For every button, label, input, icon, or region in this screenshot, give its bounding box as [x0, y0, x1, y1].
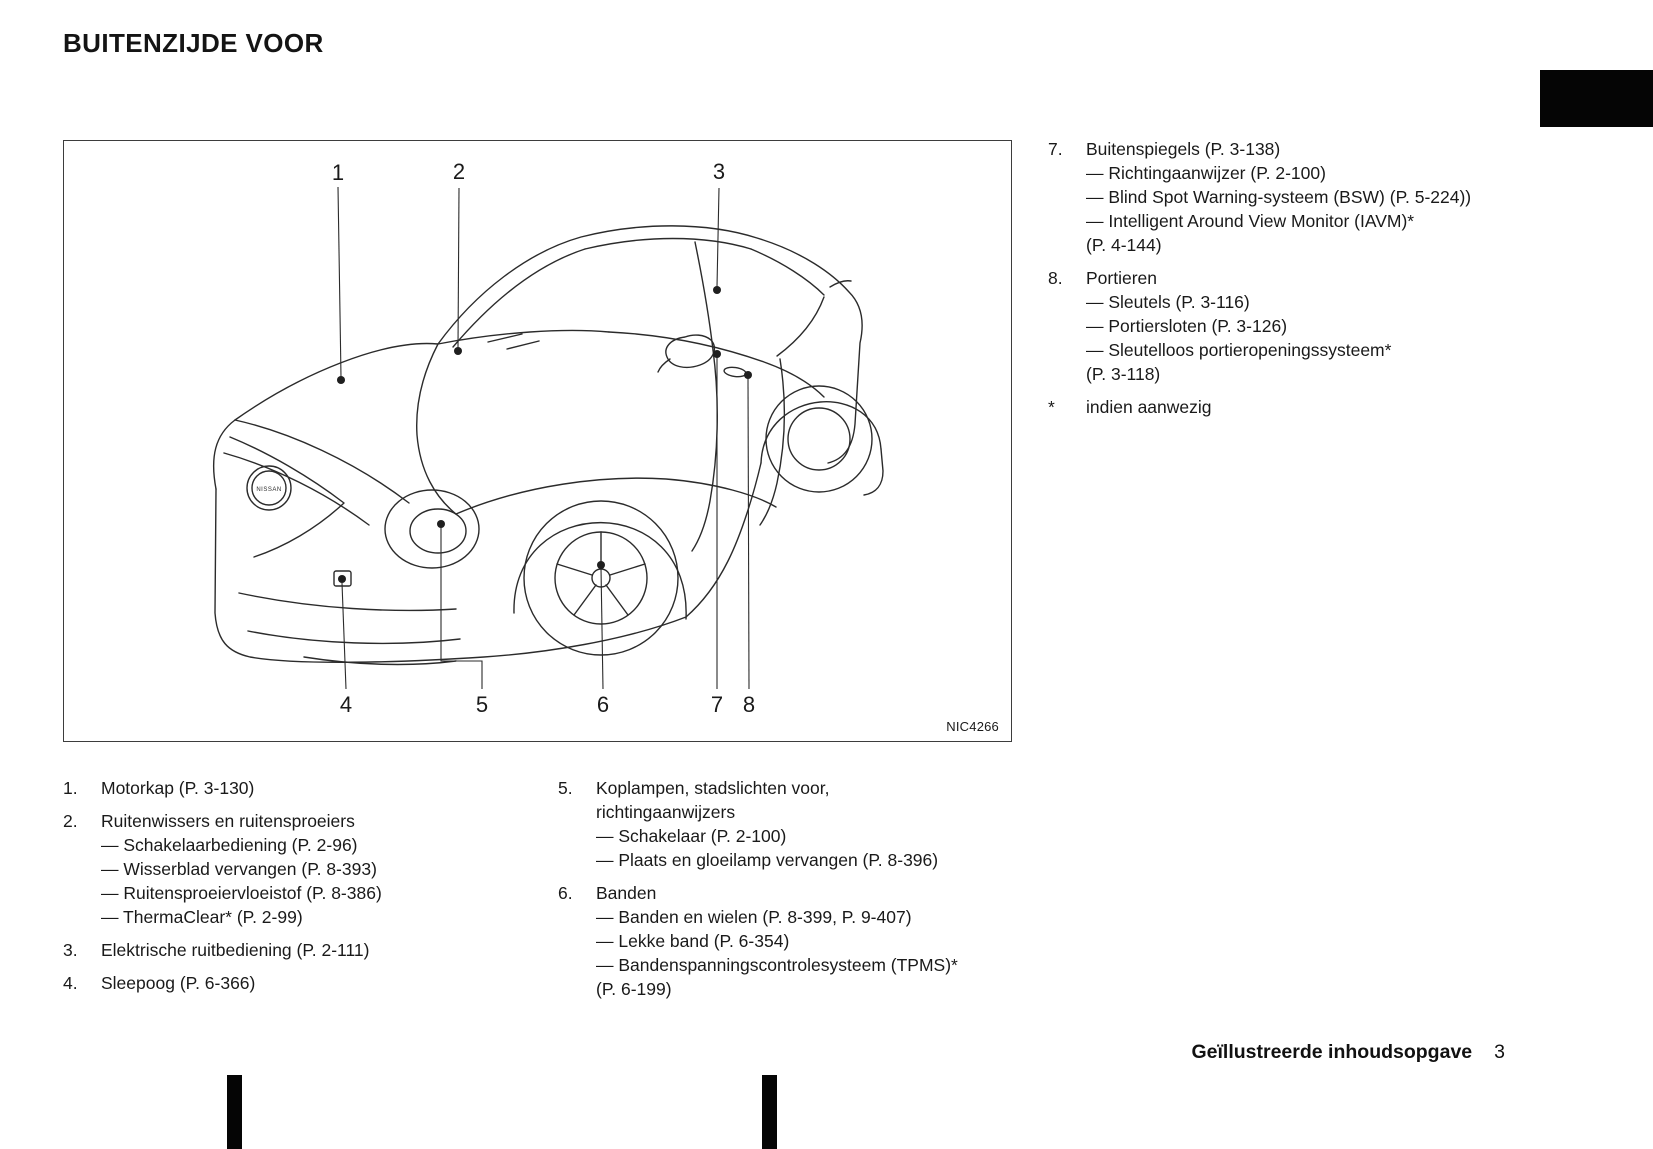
- figure-exterior-front: NISSAN 1 2 3 4 5 6 7 8 NIC4266: [63, 140, 1012, 742]
- legend-item-text: Koplampen, stadslichten voor, richtingaa…: [596, 778, 939, 870]
- legend-item-number: 1.: [63, 778, 78, 798]
- legend-item-3: 3. Elektrische ruitbediening (P. 2-111): [63, 938, 543, 962]
- legend-item-text: Sleepoog (P. 6-366): [101, 973, 256, 993]
- figure-callout-6: 6: [596, 692, 610, 717]
- legend-item-5: 5. Koplampen, stadslichten voor, richtin…: [558, 776, 1038, 872]
- figure-callout-lines: [337, 186, 750, 690]
- page-footer: Geïllustreerde inhoudsopgave 3: [1191, 1041, 1505, 1064]
- figure-callout-5: 5: [475, 692, 489, 717]
- legend-item-number: 8.: [1048, 268, 1063, 288]
- footnote-symbol: *: [1048, 397, 1055, 417]
- legend-column-left: 1. Motorkap (P. 3-130) 2. Ruitenwissers …: [63, 776, 543, 1004]
- legend-item-number: 3.: [63, 940, 78, 960]
- legend-item-4: 4. Sleepoog (P. 6-366): [63, 971, 543, 995]
- legend-item-1: 1. Motorkap (P. 3-130): [63, 776, 543, 800]
- figure-callout-8: 8: [742, 692, 756, 717]
- legend-item-text: Banden — Banden en wielen (P. 8-399, P. …: [596, 883, 958, 999]
- legend-item-number: 7.: [1048, 139, 1063, 159]
- legend-item-2: 2. Ruitenwissers en ruitensproeiers — Sc…: [63, 809, 543, 929]
- figure-callout-7: 7: [710, 692, 724, 717]
- legend-column-right: 7. Buitenspiegels (P. 3-138) — Richtinga…: [1048, 137, 1578, 428]
- footer-page-number: 3: [1494, 1041, 1505, 1063]
- legend-item-number: 5.: [558, 778, 573, 798]
- footnote-asterisk: * indien aanwezig: [1048, 395, 1578, 419]
- legend-item-number: 6.: [558, 883, 573, 903]
- binding-mark: [762, 1075, 777, 1149]
- figure-callout-4: 4: [339, 692, 353, 717]
- legend-item-number: 2.: [63, 811, 78, 831]
- figure-callout-dots: [337, 286, 752, 583]
- legend-item-text: Motorkap (P. 3-130): [101, 778, 255, 798]
- legend-item-number: 4.: [63, 973, 78, 993]
- legend-item-text: Ruitenwissers en ruitensproeiers — Schak…: [101, 811, 382, 927]
- footnote-text: indien aanwezig: [1086, 397, 1212, 417]
- car-figure-svg: NISSAN: [212, 186, 884, 690]
- nissan-badge-label: NISSAN: [256, 487, 281, 493]
- car-line-art: [212, 225, 884, 666]
- legend-item-text: Portieren — Sleutels (P. 3-116) — Portie…: [1086, 268, 1392, 384]
- figure-callout-2: 2: [452, 159, 466, 184]
- footer-section-title: Geïllustreerde inhoudsopgave: [1191, 1041, 1473, 1063]
- page-title: BUITENZIJDE VOOR: [63, 28, 324, 58]
- legend-item-6: 6. Banden — Banden en wielen (P. 8-399, …: [558, 881, 1038, 1001]
- legend-item-7: 7. Buitenspiegels (P. 3-138) — Richtinga…: [1048, 137, 1578, 257]
- figure-callout-3: 3: [712, 159, 726, 184]
- figure-callout-1: 1: [331, 160, 345, 185]
- binding-mark: [227, 1075, 242, 1149]
- legend-column-middle: 5. Koplampen, stadslichten voor, richtin…: [558, 776, 1038, 1010]
- section-edge-tab: [1540, 70, 1653, 127]
- legend-item-8: 8. Portieren — Sleutels (P. 3-116) — Por…: [1048, 266, 1578, 386]
- legend-item-text: Elektrische ruitbediening (P. 2-111): [101, 940, 370, 960]
- legend-item-text: Buitenspiegels (P. 3-138) — Richtingaanw…: [1086, 139, 1472, 255]
- figure-code: NIC4266: [946, 719, 999, 734]
